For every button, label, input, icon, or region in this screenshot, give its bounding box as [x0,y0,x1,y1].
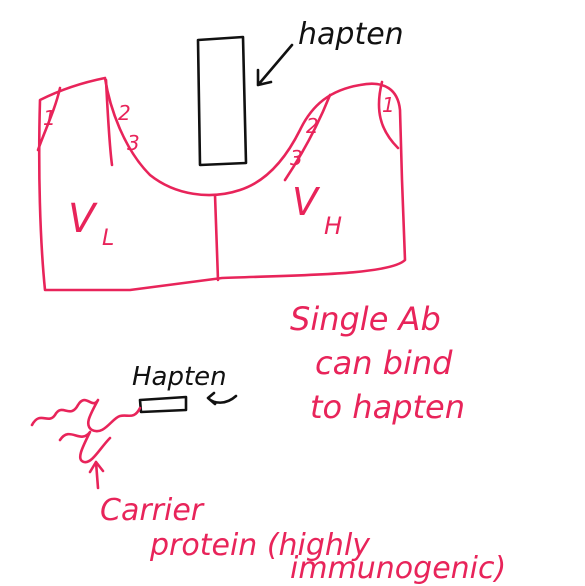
carrier-up-arrow [90,462,103,488]
hapten-small-label: Hapten [132,362,227,392]
vh-label-sub: H [324,212,342,240]
note-line1: Single Ab [290,300,441,338]
vl-vh-divider [215,195,218,280]
left-cdr-2: 2 [118,101,131,125]
left-cdr-3: 3 [127,131,140,155]
hapten-block [198,37,246,165]
antibody-outline [39,78,405,290]
small-hapten-block [140,397,186,412]
vl-label-sub: L [102,226,114,251]
right-cdr-3: 3 [290,146,303,170]
hapten-pointer-arrow [258,45,292,85]
note-line3: to hapten [310,388,465,426]
small-hapten-arrow [208,393,236,404]
vh-label-letter: V [292,180,321,224]
antibody-variable-domain [38,78,405,290]
vl-label-letter: V [68,196,98,242]
carrier-label-line3: immunogenic) [290,551,506,586]
carrier-label-line1: Carrier [100,493,205,528]
note-line2: can bind [315,344,453,382]
left-cdr-1: 1 [43,106,56,130]
hapten-top-label: hapten [298,17,404,52]
carrier-protein-squiggle [32,400,140,462]
right-cdr-2: 2 [306,114,319,138]
right-cdr-1: 1 [382,93,395,117]
